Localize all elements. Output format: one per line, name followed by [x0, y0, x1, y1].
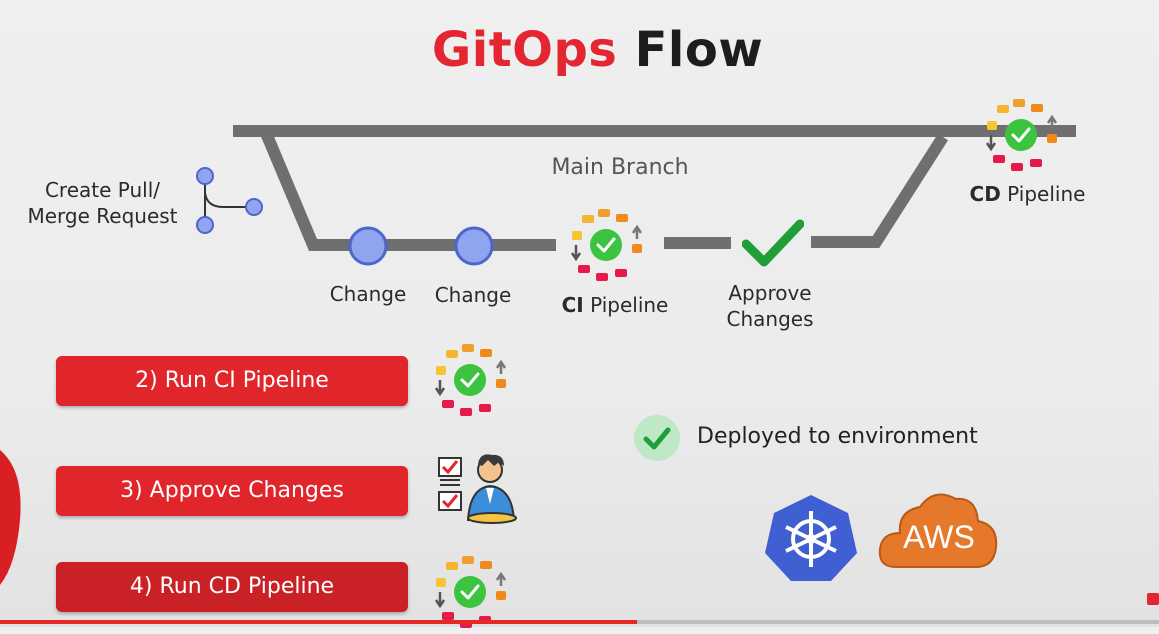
approve-check-icon	[742, 219, 804, 267]
video-progress-fill	[0, 620, 638, 624]
create-pull-line2: Merge Request	[27, 204, 178, 228]
step-run-cd-button[interactable]: 4) Run CD Pipeline	[56, 562, 408, 612]
step-approve-changes-button[interactable]: 3) Approve Changes	[56, 466, 408, 516]
side-decoration	[0, 450, 21, 585]
cd-pipeline-icon	[985, 97, 1061, 177]
main-branch-label: Main Branch	[551, 155, 689, 180]
feature-branch-line	[260, 130, 556, 251]
ci-bold: CI	[561, 293, 584, 317]
deployed-label: Deployed to environment	[697, 424, 978, 449]
aws-icon: AWS	[878, 487, 1000, 569]
ci-rest: Pipeline	[583, 293, 669, 317]
approve-line1: Approve	[728, 281, 812, 305]
ci-pipeline-label: CI Pipeline	[545, 292, 685, 318]
change-label-1: Change	[329, 282, 407, 306]
change-node-2	[454, 226, 494, 266]
kubernetes-icon	[765, 495, 857, 581]
corner-badge	[1147, 593, 1159, 605]
deployed-check-icon	[634, 415, 680, 461]
title-gitops: GitOps	[431, 22, 618, 78]
merge-branch-line	[811, 133, 949, 248]
approve-changes-label: Approve Changes	[710, 280, 830, 332]
step-run-ci-button[interactable]: 2) Run CI Pipeline	[56, 356, 408, 406]
branch-icon	[196, 167, 263, 234]
approver-icon	[438, 454, 517, 524]
create-pull-label: Create Pull/ Merge Request	[20, 177, 185, 229]
title-flow: Flow	[634, 22, 764, 78]
cd-bold: CD	[969, 182, 1001, 206]
approve-line2: Changes	[726, 307, 814, 331]
cd-rest: Pipeline	[1000, 182, 1086, 206]
ci-pipeline-icon	[570, 207, 646, 287]
create-pull-line1: Create Pull/	[44, 178, 161, 202]
change-label-2: Change	[434, 283, 512, 307]
aws-label: AWS	[903, 519, 975, 555]
step2-pipeline-icon	[434, 342, 510, 422]
cd-pipeline-label: CD Pipeline	[955, 181, 1100, 207]
page-title: GitOps Flow	[0, 22, 1159, 78]
change-node-1	[348, 226, 388, 266]
video-progress-bar[interactable]	[0, 620, 1159, 624]
